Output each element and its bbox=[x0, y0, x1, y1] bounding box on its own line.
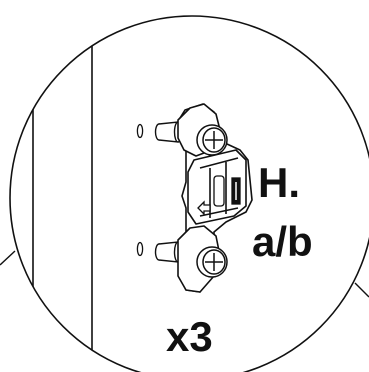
adjustment-slot bbox=[213, 175, 241, 207]
screw-top bbox=[196, 124, 228, 156]
arrow-left-icon bbox=[197, 200, 211, 216]
screw-bottom bbox=[196, 246, 228, 278]
leader-line-right bbox=[354, 282, 369, 298]
dowel-hole-top bbox=[136, 123, 144, 139]
quantity-label: x3 bbox=[166, 313, 213, 360]
leader-line-left bbox=[0, 250, 16, 266]
dowel-hole-bottom bbox=[136, 241, 144, 257]
part-code-line1: H. bbox=[258, 159, 300, 206]
part-code-line2: a/b bbox=[252, 218, 313, 265]
